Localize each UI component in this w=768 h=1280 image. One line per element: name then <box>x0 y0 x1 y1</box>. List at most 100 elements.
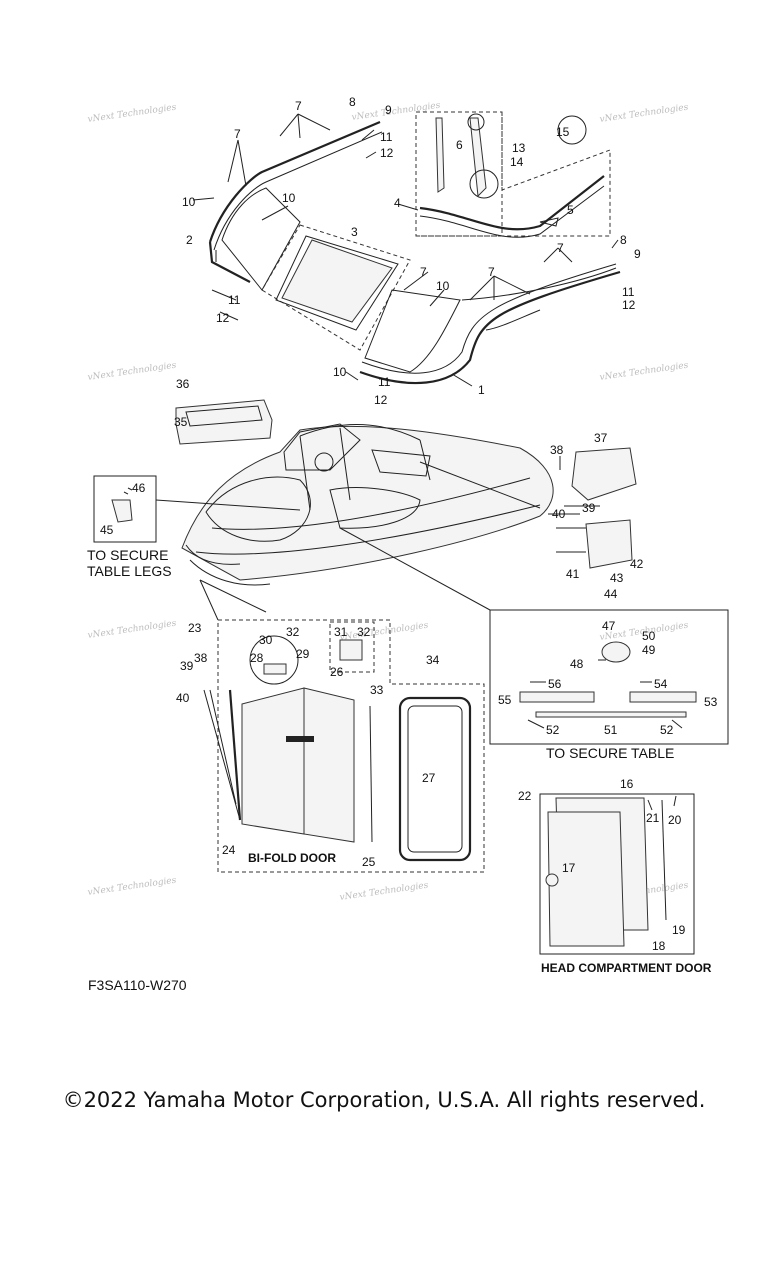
cockpit-center <box>329 487 421 529</box>
left-windshield-frame <box>208 120 381 243</box>
callout-17: 17 <box>562 861 576 875</box>
parts-diagram: vNext Technologies vNext Technologies vN… <box>87 95 729 975</box>
callout-47: 47 <box>602 619 616 633</box>
watermark: vNext Technologies <box>87 361 177 383</box>
callout-21: 21 <box>646 811 660 825</box>
bifold-door-panel-left <box>241 687 305 835</box>
callout-7c: 7 <box>557 241 564 255</box>
callout-12c: 12 <box>622 298 636 312</box>
callout-46: 46 <box>132 481 146 495</box>
helm-windshield <box>283 423 361 471</box>
callout-11a: 11 <box>380 130 393 144</box>
callout-40b: 40 <box>176 691 190 705</box>
callout-30: 30 <box>259 633 273 647</box>
boat-hull <box>181 423 554 586</box>
rail-molding <box>419 175 605 231</box>
callout-10b: 10 <box>282 191 296 205</box>
watermark: vNext Technologies <box>599 361 689 383</box>
callout-35: 35 <box>174 415 188 429</box>
watermark: vNext Technologies <box>351 101 441 123</box>
hatch-lids <box>419 447 637 569</box>
callout-10c: 10 <box>436 279 450 293</box>
callout-10d: 10 <box>333 365 347 379</box>
watermark: vNext Technologies <box>599 103 689 125</box>
callout-6: 6 <box>456 138 463 152</box>
callout-28: 28 <box>250 651 264 665</box>
callout-10a: 10 <box>182 195 196 209</box>
callout-9a: 9 <box>385 103 392 117</box>
center-windshield-outline <box>261 224 411 351</box>
callout-42: 42 <box>630 557 644 571</box>
head-door-detail: HEAD COMPARTMENT DOOR <box>539 793 712 975</box>
leader-lines <box>192 113 619 387</box>
callout-33: 33 <box>370 683 384 697</box>
callout-24: 24 <box>222 843 236 857</box>
windshield-assembly <box>208 120 621 385</box>
callout-34: 34 <box>426 653 440 667</box>
callout-13: 13 <box>512 141 526 155</box>
head-door-panel <box>547 811 625 947</box>
callout-2: 2 <box>186 233 193 247</box>
callout-56: 56 <box>548 677 562 691</box>
secure-table-detail: TO SECURE TABLE <box>339 527 729 761</box>
callout-32a: 32 <box>286 625 300 639</box>
hatch-lid-lower <box>585 519 633 569</box>
caption-table-legs-line2: TABLE LEGS <box>87 563 172 579</box>
callout-32b: 32 <box>357 625 371 639</box>
callout-52b: 52 <box>660 723 674 737</box>
callout-9b: 9 <box>634 247 641 261</box>
grab-handle <box>435 117 445 193</box>
callout-53: 53 <box>704 695 718 709</box>
callouts: 1 2 3 4 5 6 7 7 7 7 7 8 8 9 9 10 10 10 1… <box>100 95 718 953</box>
callout-38b: 38 <box>194 651 208 665</box>
callout-1: 1 <box>478 383 485 397</box>
hull <box>181 425 554 581</box>
callout-15: 15 <box>556 125 570 139</box>
watermark: vNext Technologies <box>87 619 177 641</box>
watermark: vNext Technologies <box>87 876 177 898</box>
callout-11c: 11 <box>622 285 635 299</box>
callout-23: 23 <box>188 621 202 635</box>
caption-table-legs-line1: TO SECURE <box>87 547 168 563</box>
cockpit-left <box>205 476 311 542</box>
callout-20: 20 <box>668 813 682 827</box>
callout-12a: 12 <box>380 146 394 160</box>
caption-head-door: HEAD COMPARTMENT DOOR <box>541 961 712 975</box>
callout-50: 50 <box>642 629 656 643</box>
callout-8a: 8 <box>349 95 356 109</box>
callout-22: 22 <box>518 789 532 803</box>
grab-rail-detail <box>415 111 611 238</box>
door-seal <box>398 696 472 862</box>
callout-5: 5 <box>567 203 574 217</box>
callout-7e: 7 <box>488 265 495 279</box>
caption-secure-table: TO SECURE TABLE <box>546 745 674 761</box>
callout-45: 45 <box>100 523 114 537</box>
callout-18: 18 <box>652 939 666 953</box>
tower <box>299 424 431 511</box>
watermark: vNext Technologies <box>339 881 429 903</box>
callout-51: 51 <box>604 723 618 737</box>
grab-rail <box>469 117 487 198</box>
callout-7a: 7 <box>295 99 302 113</box>
callout-29: 29 <box>296 647 310 661</box>
caption-bifold-door: BI-FOLD DOOR <box>248 851 336 865</box>
callout-8b: 8 <box>620 233 627 247</box>
storage-tray <box>175 399 273 445</box>
callout-31: 31 <box>334 625 348 639</box>
callout-11d: 11 <box>378 375 391 389</box>
diagram-code: F3SA110-W270 <box>88 977 187 993</box>
right-windshield-frame <box>359 270 621 385</box>
callout-3: 3 <box>351 225 358 239</box>
hatch-lid-upper <box>571 447 637 501</box>
callout-14: 14 <box>510 155 524 169</box>
bifold-door-panel-right <box>303 687 355 843</box>
copyright-notice: ©2022 Yamaha Motor Corporation, U.S.A. A… <box>62 1088 706 1112</box>
left-glass <box>221 187 301 291</box>
callout-55: 55 <box>498 693 512 707</box>
callout-44: 44 <box>604 587 618 601</box>
door-hinge-rail <box>228 689 242 821</box>
callout-49: 49 <box>642 643 656 657</box>
callout-48: 48 <box>570 657 584 671</box>
table-legs-detail: TO SECURE TABLE LEGS <box>87 475 301 579</box>
callout-16: 16 <box>620 777 634 791</box>
